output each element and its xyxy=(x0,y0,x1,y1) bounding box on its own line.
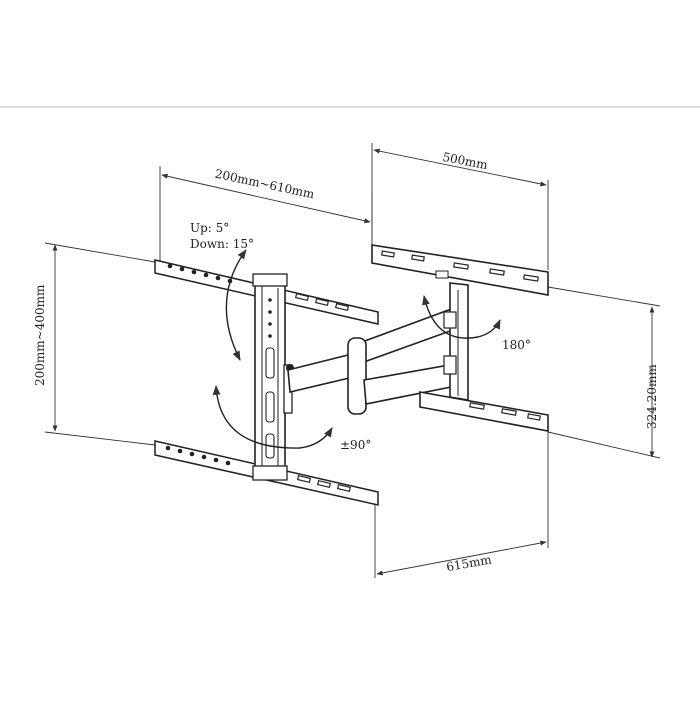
tilt-up-label: Up: 5° xyxy=(190,221,229,235)
swivel-arrow-icon xyxy=(212,385,333,449)
width-label: 615mm xyxy=(445,552,493,574)
swivel-label: ±90° xyxy=(340,438,371,452)
vertical-range-label: 200mm~400mm xyxy=(33,284,47,386)
rotation-label: 180° xyxy=(502,338,531,352)
depth-label: 324.20mm xyxy=(645,364,659,429)
tilt-arrow-icon xyxy=(225,249,247,361)
rotation-arrow-icon xyxy=(422,295,501,339)
dimension-lines xyxy=(44,143,661,578)
tv-bracket xyxy=(371,244,549,432)
horizontal-range-label: 200mm~610mm xyxy=(214,167,317,202)
tilt-down-label: Down: 15° xyxy=(190,237,254,251)
